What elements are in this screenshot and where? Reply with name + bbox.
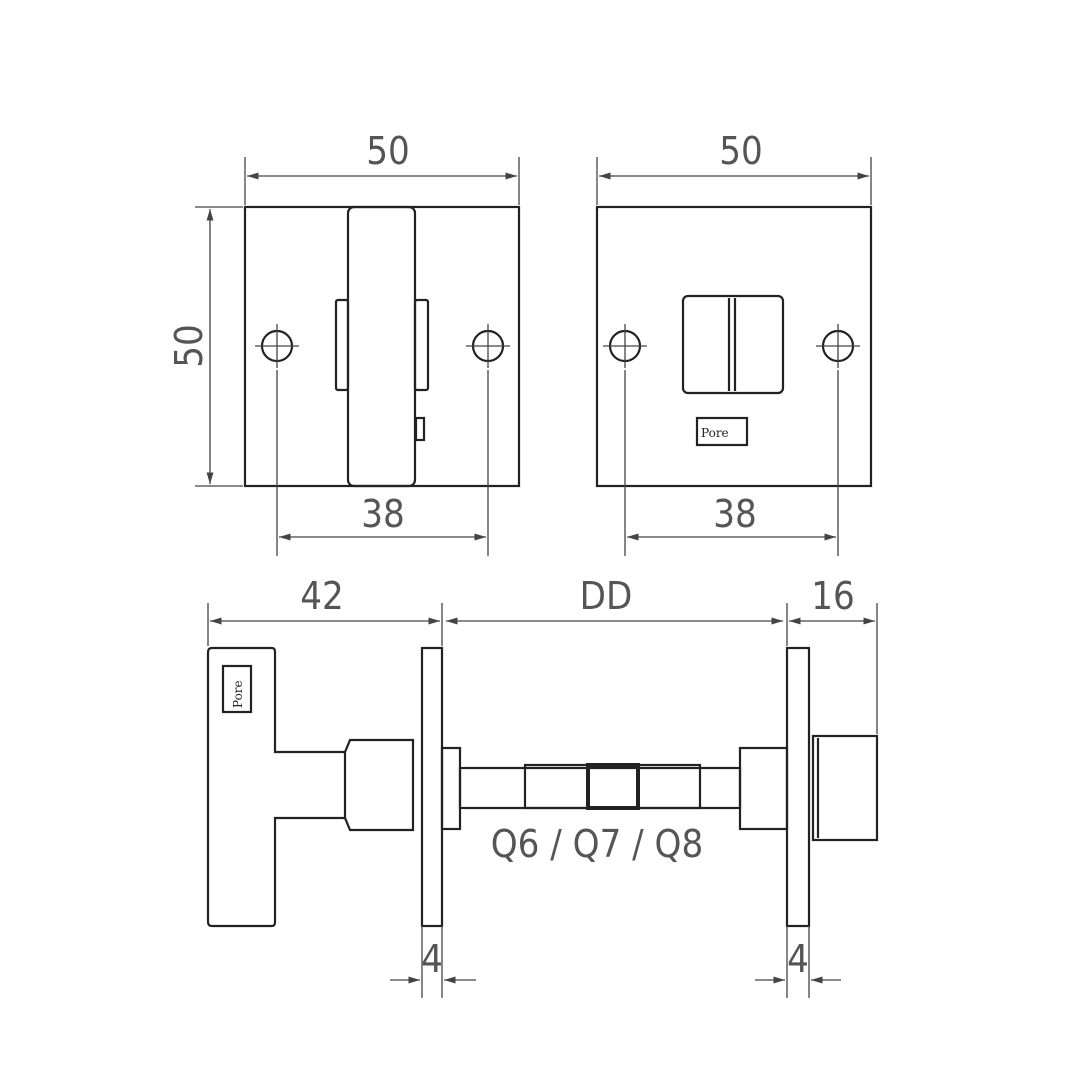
screw-hole-right	[466, 324, 510, 368]
t-handle	[206, 646, 415, 928]
rose-plate-square	[595, 205, 873, 488]
logo-mark-side: Pore	[221, 664, 253, 714]
collar-right	[738, 746, 789, 831]
spindle-adapter	[523, 763, 702, 810]
dim-width-right: 50	[719, 129, 763, 173]
thumb-turn-handle	[346, 205, 417, 488]
handle-nub-right	[413, 298, 430, 392]
indicator-window	[681, 294, 785, 395]
svg-text:Pore: Pore	[231, 680, 245, 708]
collar-left	[440, 746, 462, 831]
dim-rose-thickness-right: 4	[787, 937, 809, 981]
front-view-turn-handle	[195, 157, 521, 556]
logo-mark	[695, 416, 749, 447]
rose-right	[785, 646, 811, 928]
screw-hole-left	[603, 324, 647, 368]
indicator-knob	[811, 734, 879, 842]
side-view: Pore	[206, 603, 879, 998]
screw-hole-right	[816, 324, 860, 368]
dim-door-thickness: DD	[580, 574, 633, 618]
screw-hole-left	[255, 324, 299, 368]
dim-height: 50	[167, 324, 211, 368]
front-view-indicator: Pore	[595, 157, 873, 556]
logo-mark-small	[414, 416, 426, 442]
dim-hole-spacing-right: 38	[713, 492, 757, 536]
spindle-label: Q6 / Q7 / Q8	[491, 822, 703, 866]
dim-rose-thickness-left: 4	[421, 937, 443, 981]
spindle-adapter-center	[586, 763, 640, 810]
dim-hole-spacing-left: 38	[361, 492, 405, 536]
rose-left	[420, 646, 444, 928]
dim-knob-depth: 16	[811, 574, 855, 618]
dim-handle-depth: 42	[300, 574, 344, 618]
dim-width-left: 50	[366, 129, 410, 173]
handle-nub-left	[334, 298, 350, 392]
spindle	[458, 766, 742, 810]
logo-text: Pore	[701, 426, 729, 440]
